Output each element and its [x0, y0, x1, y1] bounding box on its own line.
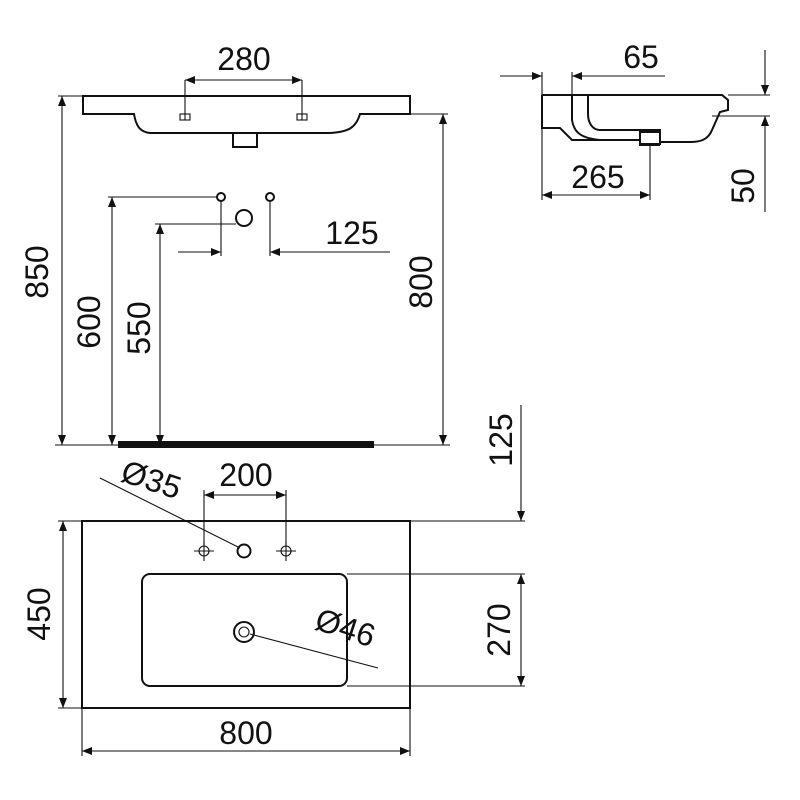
dim-800v-arrow-bottom: [439, 435, 447, 445]
side-drain-outlet: [639, 131, 661, 145]
plan-drain: [233, 621, 255, 643]
dim-50-label: 50: [725, 168, 761, 204]
dim-280-label: 280: [217, 41, 270, 77]
dim-d35-label: Ø35: [117, 453, 186, 506]
dim-800v-arrow-top: [439, 114, 447, 124]
dim-280-arrow-right: [292, 76, 302, 84]
dim-450-label: 450: [21, 587, 57, 640]
dim-d35-leader: [99, 477, 241, 549]
wall-connection-view: 600 550 125: [71, 192, 390, 445]
dim-d46-label: Ø46: [311, 601, 380, 654]
dim-800h-label: 800: [219, 715, 272, 751]
side-view: 65 265 50: [500, 39, 770, 212]
dim-600-arrow-bottom: [108, 435, 116, 445]
front-view: 280 850 800: [19, 41, 450, 448]
dim-265-label: 265: [571, 159, 624, 195]
dim-125h-arrow-right: [270, 248, 280, 256]
dim-65-arrow-left: [532, 72, 542, 80]
front-drain-outlet: [232, 132, 258, 148]
dim-125h-arrow-left: [211, 248, 221, 256]
dim-450-arrow-bottom: [59, 698, 67, 708]
dim-850-arrow-bottom: [58, 435, 66, 445]
dim-200-arrow-left: [204, 491, 214, 499]
wall-hole-right: [265, 192, 275, 202]
wall-drain-hole: [235, 209, 253, 227]
dim-d46-leader: [249, 633, 379, 669]
dim-550-label: 550: [121, 301, 157, 354]
wall-hole-left: [216, 192, 226, 202]
dim-600-arrow-top: [108, 197, 116, 207]
front-tap-left-base: [179, 113, 191, 121]
dim-265-arrow-left: [542, 191, 552, 199]
dim-200-arrow-right: [276, 491, 286, 499]
dim-270-arrow-top: [517, 574, 525, 584]
dim-270-label: 270: [481, 603, 517, 656]
dim-550-arrow-top: [156, 224, 164, 234]
dim-800v-label: 800: [403, 255, 439, 308]
dim-125h-label: 125: [325, 215, 378, 251]
dim-65-label: 65: [623, 39, 659, 75]
dim-800h-arrow-right: [400, 747, 410, 755]
dim-450-arrow-top: [59, 521, 67, 531]
dim-125v-label: 125: [483, 413, 519, 466]
plan-basin-outline: [81, 520, 411, 709]
front-basin-outline: [82, 95, 411, 134]
dim-800h-arrow-left: [82, 747, 92, 755]
plan-bowl: [141, 573, 348, 687]
plan-tap-hole-center: [236, 543, 252, 559]
plan-view: 200 Ø35 Ø46 125 270 450 800: [21, 405, 525, 756]
dim-550-arrow-bottom: [156, 435, 164, 445]
floor-bar: [118, 441, 374, 448]
side-inner-wall: [571, 95, 601, 141]
dim-600-label: 600: [71, 295, 107, 348]
dim-280-arrow-left: [185, 76, 195, 84]
dim-850-label: 850: [19, 245, 55, 298]
dim-50-arrow-top: [761, 85, 769, 95]
dim-270-arrow-bottom: [517, 676, 525, 686]
front-tap-right-base: [296, 113, 308, 121]
dim-265-arrow-right: [640, 191, 650, 199]
plan-drain-inner: [238, 626, 250, 638]
dim-850-arrow-top: [58, 96, 66, 106]
dim-200-label: 200: [219, 457, 272, 493]
dim-65-arrow-right: [572, 72, 582, 80]
dim-125v-arrow-bottom: [517, 511, 525, 521]
dim-50-arrow-bottom: [761, 116, 769, 126]
side-basin-outline: [541, 94, 729, 146]
